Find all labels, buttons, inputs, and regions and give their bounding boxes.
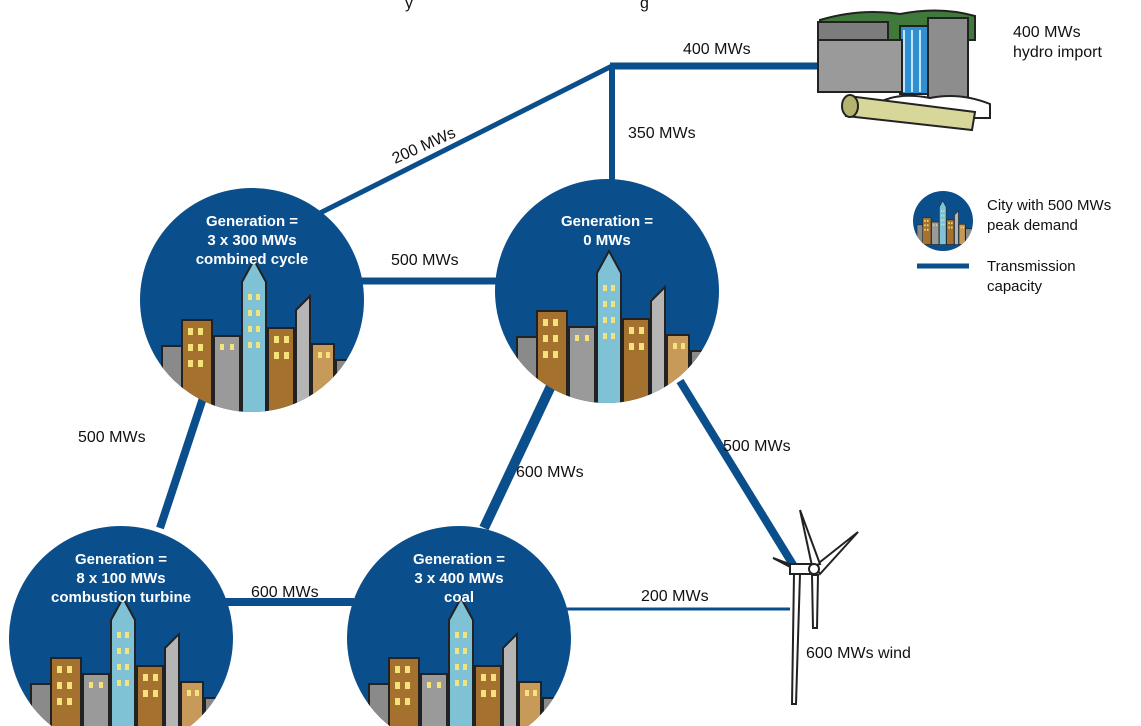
wind-label: 600 MWs wind [806,645,911,662]
label-se-wind: 200 MWs [641,588,709,605]
gen-se-line3: coal [444,589,474,606]
city-sw: Generation = 8 x 100 MWs combustion turb… [9,526,233,726]
header-fragment: y [405,0,413,12]
header-fragment-2: g [640,0,649,12]
gen-nw-line1: Generation = [206,213,298,230]
city-se: Generation = 3 x 400 MWs coal [347,526,571,726]
label-nw-ne: 500 MWs [391,252,459,269]
gen-sw-line2: 8 x 100 MWs [76,570,165,587]
legend-line-line1: Transmission [987,258,1076,275]
line-nw-sw [156,390,209,530]
hydro-label-line1: 400 MWs [1013,24,1081,41]
hydro-label-line2: hydro import [1013,44,1102,61]
legend-city-line2: peak demand [987,217,1078,234]
line-nw-junction [318,63,614,216]
wind-turbine-icon [772,509,859,705]
gen-se-line2: 3 x 400 MWs [414,570,503,587]
label-nw-sw: 500 MWs [78,429,146,446]
gen-sw-line3: combustion turbine [51,589,191,606]
gen-nw-line3: combined cycle [196,251,309,268]
transmission-lines [156,62,818,611]
label-ne-se: 600 MWs [516,464,584,481]
label-junction-ne: 350 MWs [628,125,696,142]
legend-line-line2: capacity [987,278,1043,295]
gen-sw-line1: Generation = [75,551,167,568]
label-sw-se: 600 MWs [251,584,319,601]
gen-ne-line1: Generation = [561,213,653,230]
gen-nw-line2: 3 x 300 MWs [207,232,296,249]
label-ne-wind: 500 MWs [723,438,791,455]
line-ne-wind [676,378,799,571]
gen-se-line1: Generation = [413,551,505,568]
line-ne-se [479,383,556,531]
city-ne: Generation = 0 MWs [495,179,719,403]
legend: City with 500 MWs peak demand Transmissi… [913,191,1111,295]
legend-city-line1: City with 500 MWs [987,197,1111,214]
city-nw: Generation = 3 x 300 MWs combined cycle [140,188,364,412]
gen-ne-line2: 0 MWs [583,232,631,249]
hydro-dam-icon [817,9,991,132]
label-hydro-line: 400 MWs [683,41,751,58]
legend-city-icon [913,191,973,251]
